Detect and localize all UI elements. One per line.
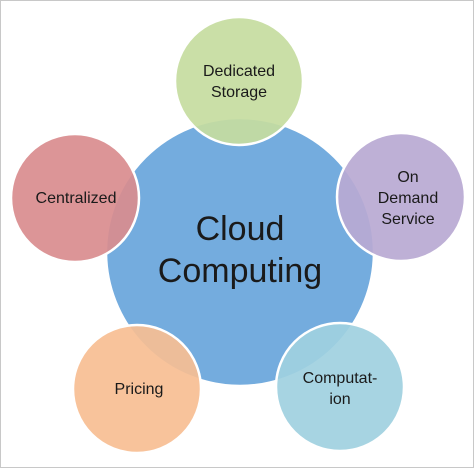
satellite-circle-dedicated-storage <box>173 15 305 147</box>
on-demand-service-label-line-1: On <box>397 169 418 186</box>
computation-label-line-2: ion <box>329 391 350 408</box>
computation-label-line-1: Computat- <box>303 370 378 387</box>
satellite-circle-on-demand-service <box>335 131 467 263</box>
on-demand-service-label-line-3: Service <box>381 211 434 228</box>
satellite-circle-computation <box>274 321 406 453</box>
hub-label-line-2: Computing <box>158 252 322 290</box>
satellite-circle-centralized <box>9 132 141 264</box>
hub-label-line-1: Cloud <box>196 210 285 248</box>
dedicated-storage-label-line-1: Dedicated <box>203 63 275 80</box>
satellite-circle-pricing <box>71 323 203 455</box>
pricing-label: Pricing <box>115 381 164 398</box>
centralized-label: Centralized <box>36 190 117 207</box>
on-demand-service-label-line-2: Demand <box>378 190 438 207</box>
dedicated-storage-label-line-2: Storage <box>211 84 267 101</box>
